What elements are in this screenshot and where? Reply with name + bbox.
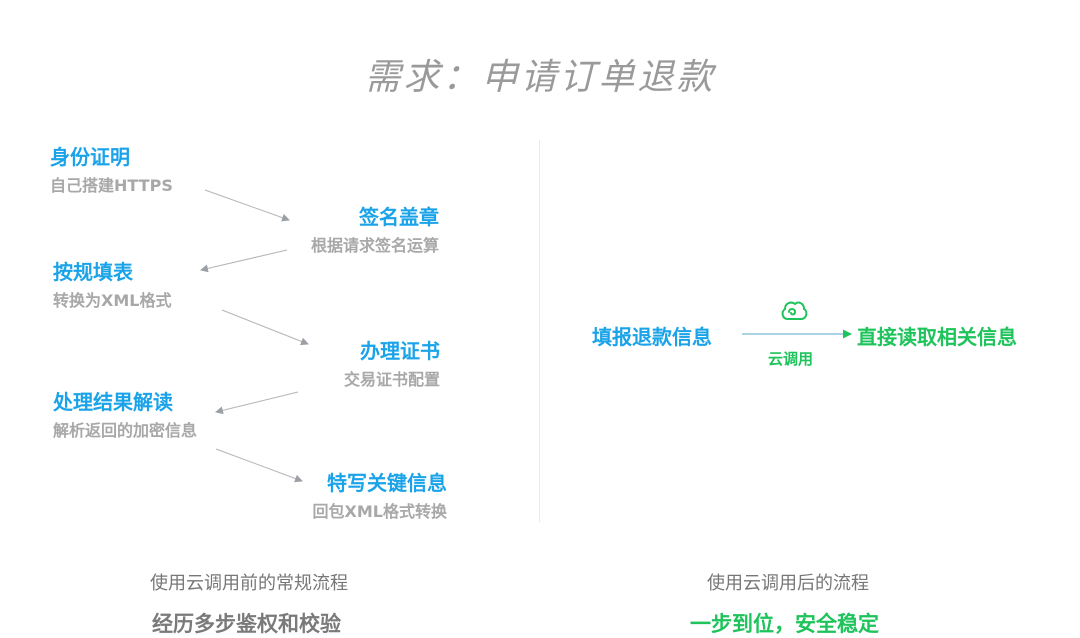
after-summary: 一步到位，安全稳定 [690, 612, 879, 636]
before-caption: 使用云调用前的常规流程 [150, 573, 348, 594]
page-title: 需求：申请订单退款 [364, 57, 716, 98]
after-end-label: 直接读取相关信息 [857, 325, 1017, 349]
step-key-info-title: 特写关键信息 [327, 471, 447, 495]
step-sign-sub: 根据请求签名运算 [310, 236, 439, 255]
step-key-info-sub: 回包XML格式转换 [312, 502, 447, 521]
cloud-call-icon [781, 301, 808, 320]
step-cert-sub: 交易证书配置 [343, 370, 440, 389]
after-start-label: 填报退款信息 [592, 325, 712, 349]
arrow-2 [200, 249, 288, 273]
step-cert-title: 办理证书 [360, 339, 440, 363]
step-sign-title: 签名盖章 [359, 205, 439, 229]
step-form-title: 按规填表 [53, 260, 133, 284]
step-result-sub: 解析返回的加密信息 [53, 421, 198, 440]
step-form-sub: 转换为XML格式 [53, 291, 172, 310]
step-result-title: 处理结果解读 [53, 390, 173, 414]
cloud-call-label: 云调用 [768, 350, 814, 368]
arrow-5 [215, 448, 303, 483]
after-caption: 使用云调用后的流程 [707, 573, 869, 594]
step-identity-sub: 自己搭建HTTPS [50, 176, 173, 195]
center-divider [539, 140, 540, 522]
arrow-4 [215, 391, 299, 415]
arrow-3 [221, 309, 309, 346]
before-summary: 经历多步鉴权和校验 [152, 612, 341, 636]
step-identity-title: 身份证明 [50, 145, 130, 169]
arrow-1 [204, 189, 290, 222]
